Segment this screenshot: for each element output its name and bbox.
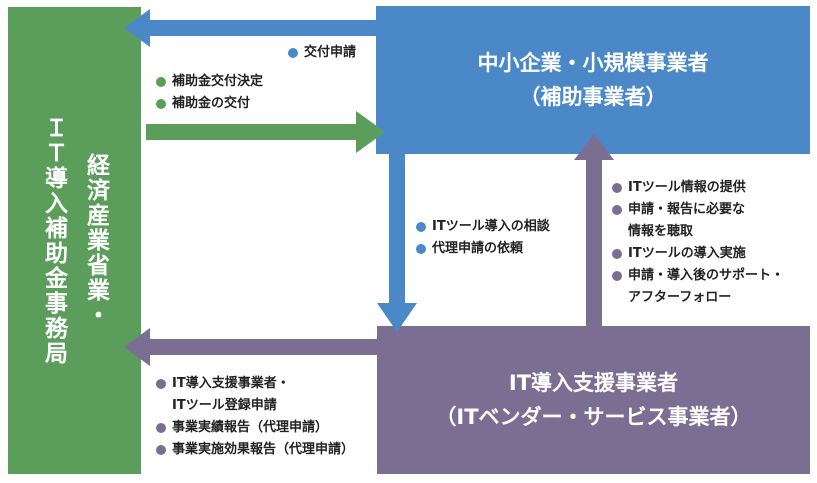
arrow-sme-to-meti — [124, 9, 376, 47]
flow-list-sme-to-meti: 交付申請 — [288, 42, 356, 64]
it-vendor-label-line2: （ITベンダー・サービス事業者） — [435, 405, 752, 429]
arrow-vendor-to-sme — [574, 134, 614, 326]
bullet-icon — [288, 48, 298, 58]
list-item: 申請・導入後のサポート・ — [612, 265, 784, 287]
meti-label-line2: ＩＴ導入補助金事務局 — [40, 115, 67, 366]
flow-list-vendor-to-sme: ITツール情報の提供 申請・報告に必要な 情報を聴取 ITツールの導入実施 申請… — [612, 177, 784, 309]
bullet-icon — [416, 222, 426, 232]
list-item: 申請・報告に必要な — [612, 199, 784, 221]
list-item: 補助金の交付 — [156, 93, 263, 115]
bullet-icon — [156, 423, 166, 433]
list-item: 交付申請 — [288, 42, 356, 64]
bullet-icon — [612, 249, 622, 259]
bullet-icon — [156, 445, 166, 455]
flow-list-sme-to-vendor: ITツール導入の相談 代理申請の依頼 — [416, 216, 550, 260]
meti-node: 経済産業省業・ ＩＴ導入補助金事務局 — [8, 7, 141, 474]
list-item-continuation: アフターフォロー — [628, 290, 732, 305]
meti-label-line1: 経済産業省業・ — [82, 153, 109, 328]
list-item: 事業実施効果報告（代理申請） — [156, 439, 354, 461]
list-item-continuation: ITツール登録申請 — [172, 398, 277, 413]
list-item: 補助金交付決定 — [156, 71, 263, 93]
arrow-sme-to-vendor — [377, 154, 417, 332]
bullet-icon — [612, 205, 622, 215]
sme-label-line2: （補助事業者） — [519, 85, 667, 109]
list-item: 事業実績報告（代理申請） — [156, 417, 354, 439]
it-vendor-label-line1: IT導入支援事業者 — [508, 371, 679, 395]
flow-list-meti-to-sme: 補助金交付決定 補助金の交付 — [156, 71, 263, 115]
sme-label-line1: 中小企業・小規模事業者 — [477, 51, 709, 75]
bullet-icon — [612, 183, 622, 193]
list-item: ITツール導入の相談 — [416, 216, 550, 238]
it-vendor-node: IT導入支援事業者 （ITベンダー・サービス事業者） — [377, 326, 810, 474]
list-item: ITツール情報の提供 — [612, 177, 784, 199]
list-item: IT導入支援事業者・ — [156, 373, 354, 395]
bullet-icon — [156, 77, 166, 87]
sme-node: 中小企業・小規模事業者 （補助事業者） — [376, 6, 810, 154]
bullet-icon — [612, 271, 622, 281]
flow-list-vendor-to-meti: IT導入支援事業者・ ITツール登録申請 事業実績報告（代理申請） 事業実施効果… — [156, 373, 354, 461]
list-item: ITツールの導入実施 — [612, 243, 784, 265]
bullet-icon — [156, 99, 166, 109]
arrow-meti-to-sme — [146, 111, 385, 153]
list-item-continuation: 情報を聴取 — [628, 224, 694, 239]
bullet-icon — [156, 379, 166, 389]
bullet-icon — [416, 244, 426, 254]
list-item: 代理申請の依頼 — [416, 238, 550, 260]
arrow-vendor-to-meti — [124, 328, 377, 366]
